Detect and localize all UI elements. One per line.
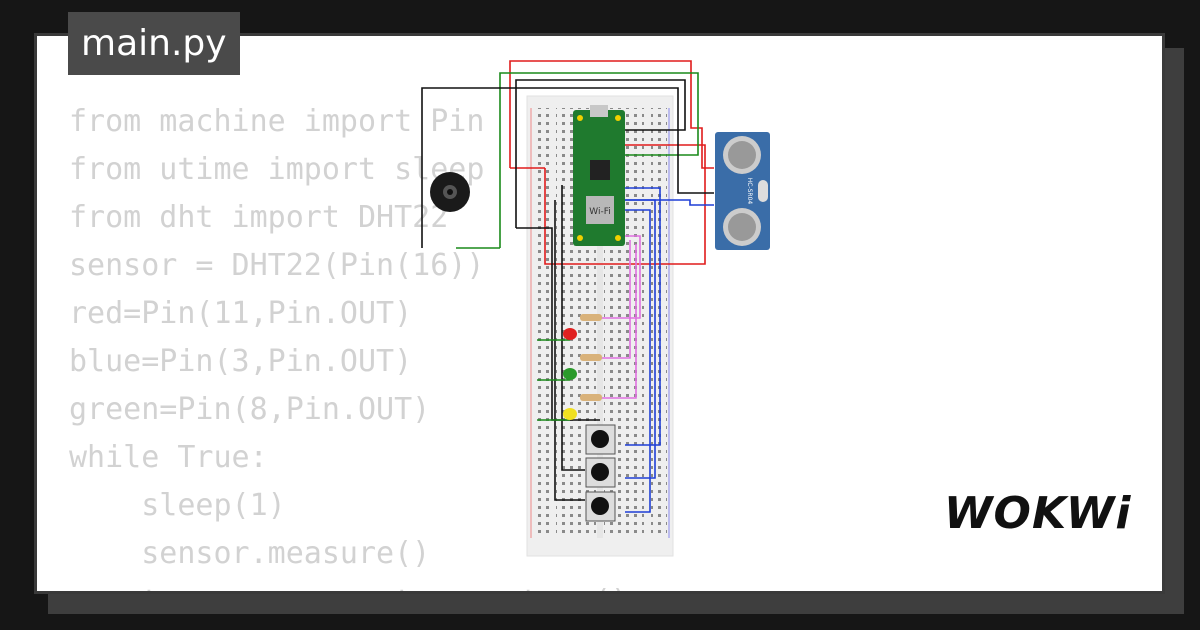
code-line: blue=Pin(3,Pin.OUT) [69, 344, 413, 379]
buzzer [430, 172, 470, 212]
wire-black [515, 79, 686, 228]
wire-green [537, 339, 570, 421]
wire-blue [624, 199, 714, 206]
pushbutton [585, 424, 616, 455]
ultrasonic-sensor: HC-SR04 [715, 132, 770, 250]
wire-blue [624, 187, 661, 446]
wire-black [554, 200, 585, 501]
code-preview: from machine import Pin from utime impor… [69, 98, 629, 591]
code-line: from dht import DHT22 [69, 200, 449, 235]
code-line: green=Pin(8,Pin.OUT) [69, 392, 431, 427]
pico-w-board: Wi-Fi [573, 105, 625, 246]
wire-black [516, 227, 600, 421]
pushbutton [585, 457, 616, 488]
board-label: Wi-Fi [589, 207, 610, 217]
wire-blue [624, 209, 651, 513]
wire-pink [600, 244, 637, 399]
led-green [563, 368, 577, 380]
wire-black [561, 185, 585, 471]
code-line: sensor.measure() [69, 536, 431, 571]
code-line: temp = sensor.temperature() [69, 584, 629, 591]
led-yellow [563, 408, 577, 420]
led-red [563, 328, 577, 340]
wokwi-logo: WOKWi [944, 488, 1132, 539]
code-line: while True: [69, 440, 268, 475]
wire-red [509, 60, 714, 169]
resistor [580, 354, 602, 361]
code-line: sleep(1) [69, 488, 286, 523]
code-line: red=Pin(11,Pin.OUT) [69, 296, 413, 331]
pushbutton [585, 491, 616, 522]
resistor [580, 314, 602, 321]
wire-green [499, 72, 699, 248]
wire-pink [600, 235, 641, 319]
resistor [580, 394, 602, 401]
sensor-label: HC-SR04 [746, 178, 753, 205]
code-line: sensor = DHT22(Pin(16)) [69, 248, 485, 283]
wires [421, 60, 714, 513]
file-tab[interactable]: main.py [68, 12, 240, 75]
code-line: from machine import Pin [69, 104, 485, 139]
wire-black [421, 87, 714, 248]
wire-pink [600, 240, 631, 359]
